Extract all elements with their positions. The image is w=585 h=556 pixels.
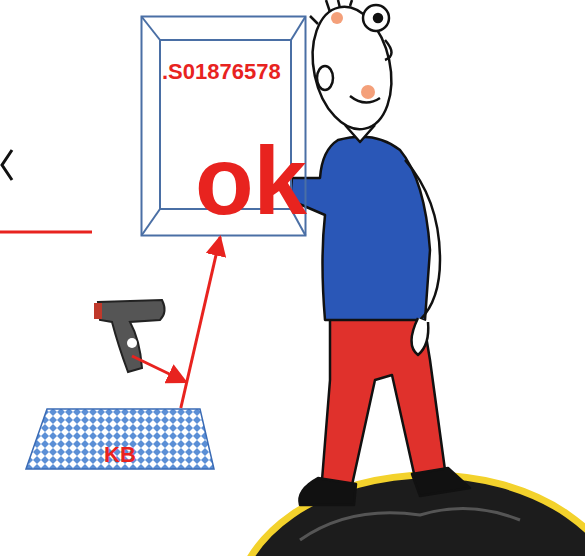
- partial-glyph: [2, 150, 12, 180]
- barcode-scanner: [94, 300, 165, 372]
- barcode-value: .S01876578: [162, 61, 281, 83]
- scanner-arrow: [132, 356, 186, 382]
- scan-line: [0, 231, 92, 234]
- screen-box: .S01876578 ok: [140, 15, 307, 237]
- status-text: ok: [195, 133, 307, 229]
- keyboard-label: KB: [25, 444, 215, 466]
- signal-arrow: [181, 237, 220, 408]
- cartoon-person: [262, 0, 470, 505]
- keyboard-box: KB: [25, 408, 215, 470]
- globe: [235, 475, 585, 556]
